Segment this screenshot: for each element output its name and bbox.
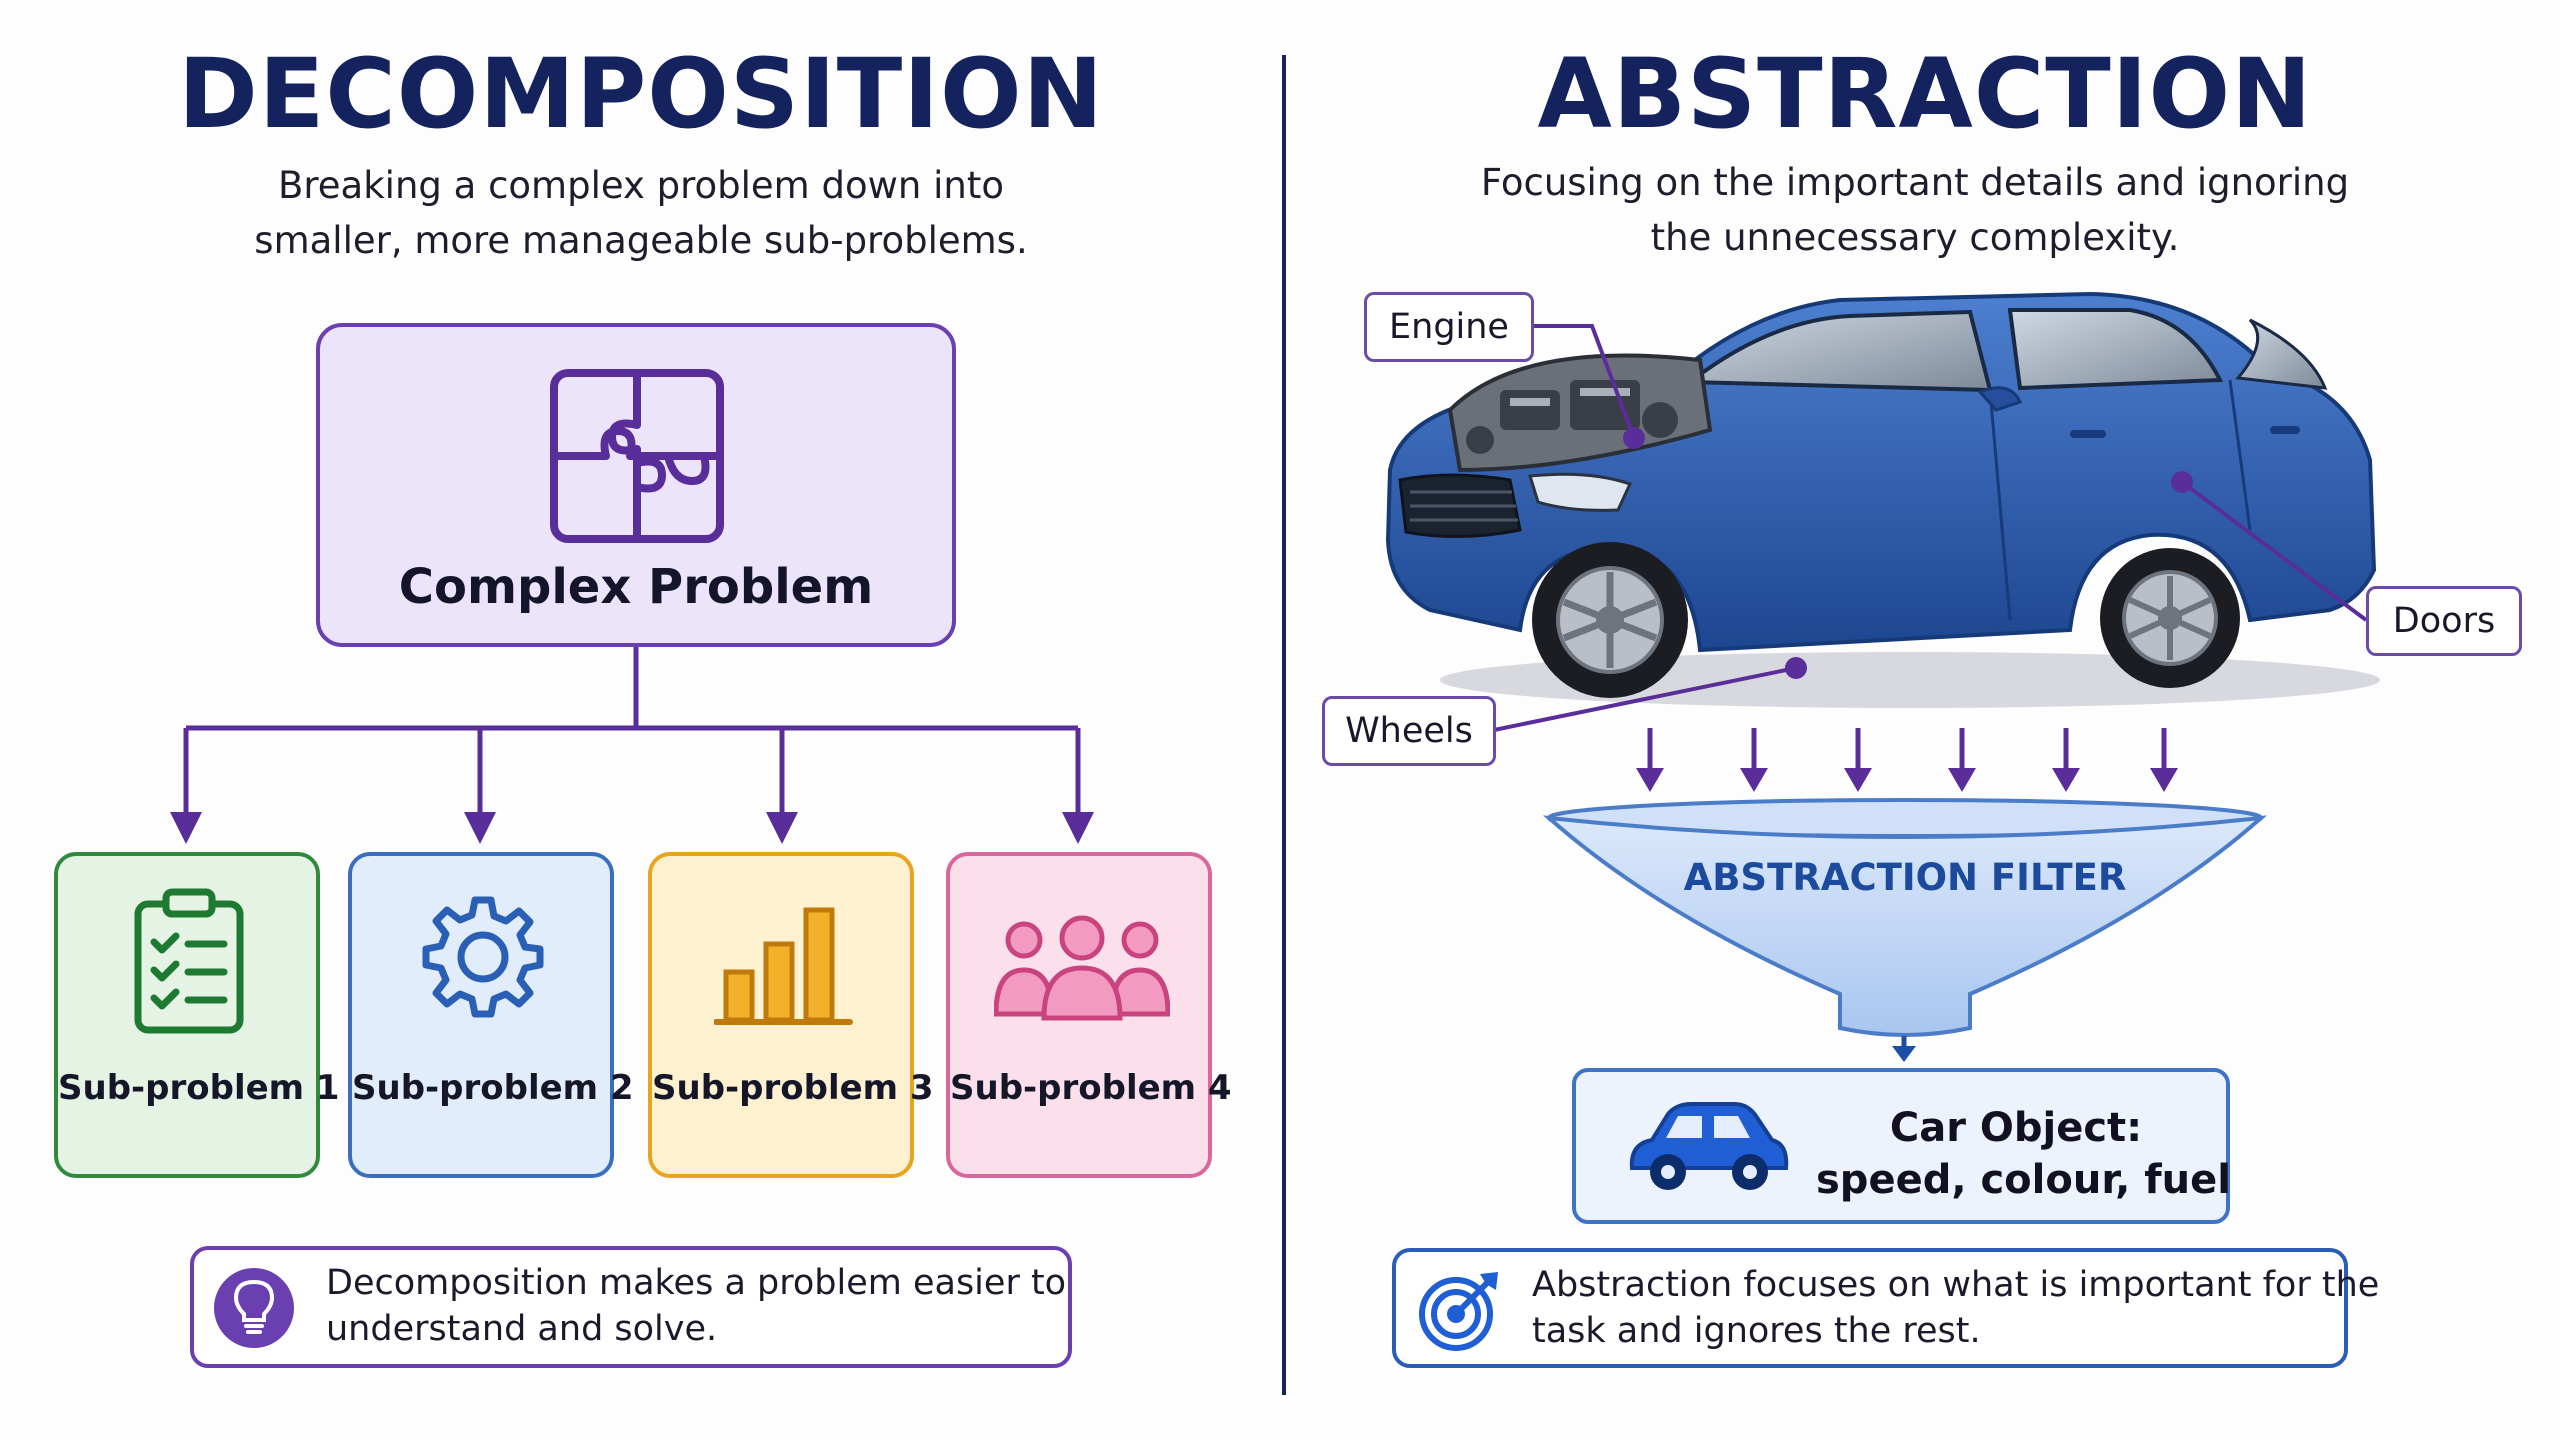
car-object-box: Car Object: speed, colour, fuel	[1572, 1068, 2231, 1224]
decomposition-title: DECOMPOSITION	[178, 38, 1104, 150]
decomposition-note: Decomposition makes a problem easier to …	[190, 1246, 1072, 1368]
people-group-icon	[994, 915, 1170, 1021]
complex-problem-box: Complex Problem	[316, 323, 956, 647]
car-callout-lines	[1493, 324, 2368, 732]
car-object-attributes: speed, colour, fuel	[1816, 1157, 2231, 1203]
decomposition-subtitle-line1: Breaking a complex problem down into	[278, 164, 1004, 207]
decomposition-note-line1: Decomposition makes a problem easier to	[326, 1263, 1067, 1303]
car-object-title: Car Object:	[1889, 1105, 2143, 1151]
sub-problem-label-4: Sub-problem 4	[950, 1068, 1232, 1108]
sub-problem-label-1: Sub-problem 1	[58, 1068, 340, 1108]
label-wheels: Wheels	[1322, 696, 1496, 766]
sub-problem-label-2: Sub-problem 2	[352, 1068, 634, 1108]
abstraction-subtitle-line2: the unnecessary complexity.	[1650, 216, 2180, 259]
sub-problem-card-3: Sub-problem 3	[648, 852, 934, 1178]
abstraction-subtitle-line1: Focusing on the important details and ig…	[1480, 161, 2350, 204]
abstraction-filter-label: ABSTRACTION FILTER	[1683, 856, 2127, 899]
gear-icon	[422, 896, 544, 1018]
target-icon	[1419, 1272, 1498, 1351]
lightbulb-icon	[214, 1268, 294, 1348]
abstraction-note: Abstraction focuses on what is important…	[1392, 1248, 2379, 1368]
label-engine: Engine	[1364, 292, 1534, 362]
car-icon	[1629, 1102, 1789, 1190]
filter-input-arrows	[1636, 728, 2178, 792]
decomposition-subtitle-line2: smaller, more manageable sub-problems.	[254, 219, 1028, 262]
sub-problem-label-3: Sub-problem 3	[652, 1068, 934, 1108]
sub-problem-card-1: Sub-problem 1	[54, 852, 340, 1178]
abstraction-note-line2: task and ignores the rest.	[1532, 1311, 1981, 1351]
abstraction-title: ABSTRACTION	[1537, 38, 2313, 150]
section-divider	[1282, 55, 1286, 1395]
sub-problem-card-2: Sub-problem 2	[348, 852, 634, 1178]
decomposition-connectors	[170, 647, 1094, 844]
puzzle-icon	[550, 369, 724, 543]
abstraction-filter-funnel	[1542, 798, 2268, 1062]
complex-problem-label: Complex Problem	[398, 559, 874, 615]
decomposition-note-line2: understand and solve.	[326, 1309, 718, 1349]
abstraction-note-line1: Abstraction focuses on what is important…	[1532, 1265, 2380, 1305]
sub-problem-card-4: Sub-problem 4	[946, 852, 1232, 1178]
car-object-text: Car Object: speed, colour, fuel	[1816, 1102, 2231, 1206]
label-doors: Doors	[2366, 586, 2522, 656]
bar-chart-icon	[714, 907, 853, 1025]
clipboard-checklist-icon	[134, 888, 244, 1034]
